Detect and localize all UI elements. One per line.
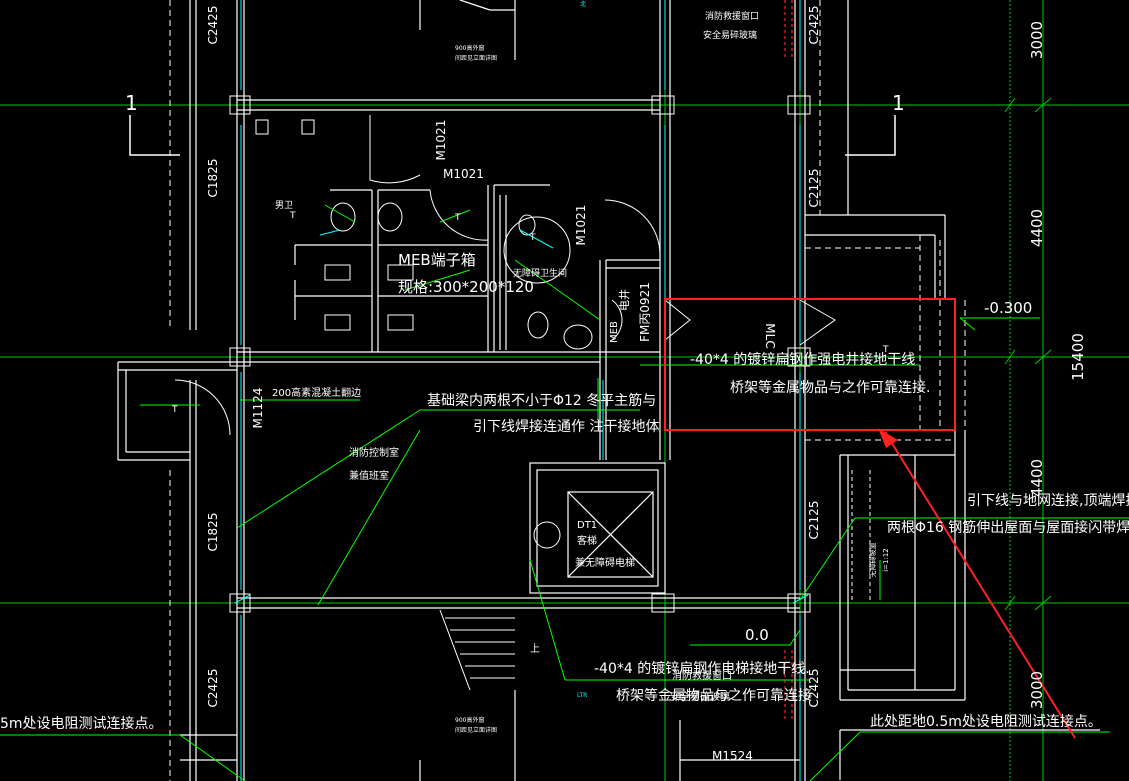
annotation-foundation-2: 引下线焊接连通作 注干接地体 xyxy=(473,418,659,435)
tiny-note-2b: 间距见立面详图 xyxy=(455,726,497,734)
window-c1825-l: C1825 xyxy=(206,159,220,198)
dim-3000-top: 3000 xyxy=(1028,21,1046,59)
stairs xyxy=(439,470,871,691)
tiny-note-1a: 900高外窗 xyxy=(455,44,484,52)
door-m1021-a: M1021 xyxy=(434,120,448,161)
svg-text:T: T xyxy=(529,233,536,243)
room-fire-window: 消防救援窗口 xyxy=(705,10,759,22)
dim-15400: 15400 xyxy=(1069,333,1087,381)
svg-text:T: T xyxy=(289,211,296,221)
door-m1524: M1524 xyxy=(712,749,753,763)
leader-lines xyxy=(0,204,1129,781)
annotation-foundation-1: 基础梁内两根不小于Φ12 冬平主筋与 xyxy=(427,392,656,409)
annotation-down-conductor-2: 两根Φ16 钢筋伸出屋面与屋面接闪带焊连 xyxy=(887,519,1129,536)
annotation-test-point-right: 此处距地0.5m处设电阻测试连接点。 xyxy=(870,713,1102,730)
dim-4400-low: 4400 xyxy=(1028,459,1046,497)
tiny-note-1b: 间距见立面详图 xyxy=(455,54,497,62)
svg-text:T: T xyxy=(454,213,461,223)
section-marks xyxy=(129,115,896,156)
window-c2425-bl: C2425 xyxy=(206,669,220,708)
room-fire-window-2: 安全易碎玻璃 xyxy=(703,29,757,41)
fixtures xyxy=(255,119,593,549)
annotation-elevator-2: 桥架等金属物品与之作可靠连接 xyxy=(616,687,812,704)
annotation-overlap-1: 消防救援窗口 xyxy=(672,669,732,682)
door-swings xyxy=(174,115,836,436)
svg-text:T: T xyxy=(171,405,178,415)
room-dt1-2: 客梯 xyxy=(577,534,597,547)
room-ramp: 无障碍坡道 xyxy=(868,543,877,578)
room-male-wc: 男卫 xyxy=(275,200,293,211)
room-up: 上 xyxy=(530,643,540,655)
annotation-elevator-1: -40*4 的镀锌扁钢作电梯接地干线. xyxy=(594,660,810,677)
door-m1124: M1124 xyxy=(251,388,265,429)
highlight-arrow-line xyxy=(884,431,1076,739)
grid-axis-1-right: 1 xyxy=(892,91,905,115)
svg-text:T: T xyxy=(882,345,889,355)
window-c2425-br: C2425 xyxy=(807,669,821,708)
cyan-accents xyxy=(234,229,809,604)
columns xyxy=(229,95,811,613)
room-ramp-slope: i=1:12 xyxy=(882,548,890,572)
room-accessible-wc: 无障碍卫生间 xyxy=(513,267,567,279)
room-dt1: DT1 xyxy=(577,520,597,531)
room-ltr-mark: LTR xyxy=(577,692,587,699)
door-m1021-c: M1021 xyxy=(574,205,588,246)
door-mlc: MLC xyxy=(763,323,777,348)
window-c2125-r2: C2125 xyxy=(807,501,821,540)
tiny-note-2a: 900高外窗 xyxy=(455,716,484,724)
walls xyxy=(117,0,1100,781)
window-c2425-tr: C2425 xyxy=(807,6,821,45)
fire-window-marks xyxy=(784,0,793,720)
dimension-ticks xyxy=(1004,97,1052,611)
level-minus: -0.300 xyxy=(984,299,1032,317)
dim-4400: 4400 xyxy=(1028,209,1046,247)
dashed-walls xyxy=(169,0,966,781)
annotation-down-conductor-1: 引下线与地网连接,顶端焊接 xyxy=(967,492,1129,509)
room-fire-control: 消防控制室 xyxy=(349,446,399,459)
highlight-box xyxy=(664,298,956,431)
annotation-meb-spec: 规格:300*200*120 xyxy=(398,278,534,296)
room-beam: 200高素混凝土翻边 xyxy=(272,386,361,399)
room-north: 北 xyxy=(580,0,586,8)
annotation-strong-well-1: -40*4 的镀锌扁钢作强电井接地干线 xyxy=(690,351,915,368)
window-lines xyxy=(240,0,801,781)
annotation-meb-box: MEB端子箱 xyxy=(398,251,476,269)
highlight-arrowhead xyxy=(878,428,898,448)
window-c2125-r: C2125 xyxy=(807,169,821,208)
window-c1825-l2: C1825 xyxy=(206,513,220,552)
window-c2425-tl: C2425 xyxy=(206,6,220,45)
door-m1021-b: M1021 xyxy=(443,167,484,181)
annotation-strong-well-2: 桥架等金属物品与之作可靠连接. xyxy=(730,379,930,396)
room-dt1-3: 兼无障碍电梯 xyxy=(575,556,635,569)
grid-axis-1-left: 1 xyxy=(125,91,138,115)
annotation-test-point-left: 5m处设电阻测试连接点。 xyxy=(0,715,163,732)
dim-3000-bottom: 3000 xyxy=(1028,671,1046,709)
door-fm0921: FM丙0921 xyxy=(638,282,652,342)
room-meb: MEB xyxy=(609,321,620,343)
level-zero: 0.0 xyxy=(745,626,769,644)
room-fire-control-2: 兼值班室 xyxy=(349,469,389,482)
room-elec-well: 电井 xyxy=(617,289,631,311)
annotation-overlap-2: 安全易碎玻璃 xyxy=(670,690,730,703)
